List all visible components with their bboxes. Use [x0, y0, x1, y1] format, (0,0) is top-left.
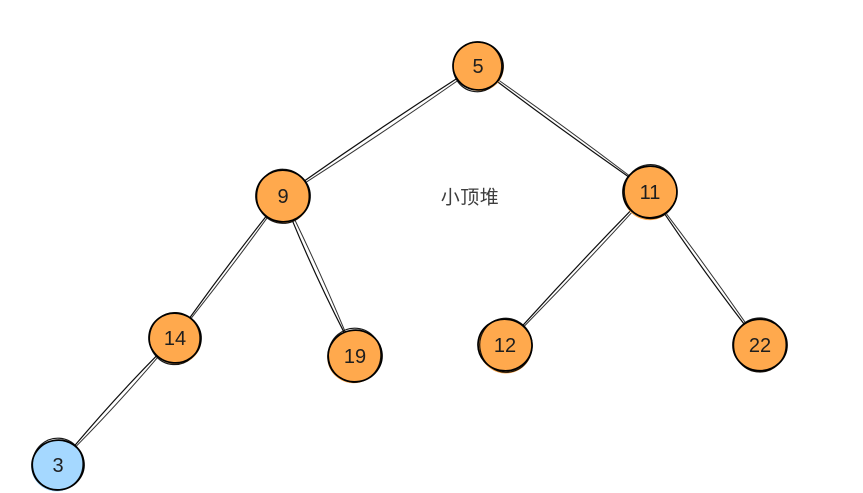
node-outline-sketch: [733, 317, 787, 373]
edge-stroke: [302, 77, 458, 183]
node-value: 22: [749, 335, 771, 357]
heap-node-3: 3: [31, 437, 85, 492]
heap-node-12: 12: [477, 317, 533, 374]
heap-edge-11-12: [520, 209, 634, 329]
heap-edge-9-19: [291, 218, 347, 335]
node-outline-sketch: [623, 164, 678, 220]
node-value: 19: [344, 346, 366, 368]
edge-stroke: [664, 213, 747, 327]
heap-edge-14-3: [72, 355, 159, 449]
node-outline-sketch: [327, 327, 382, 383]
edge-stroke: [189, 216, 269, 321]
node-outline-sketch: [452, 41, 503, 93]
edge-stroke: [665, 212, 748, 326]
heap-node-22: 22: [732, 317, 788, 373]
node-outline-sketch: [148, 311, 201, 366]
edge-stroke: [303, 79, 460, 185]
node-outline-sketch: [256, 168, 310, 224]
edge-stroke: [520, 209, 632, 328]
heap-node-5: 5: [452, 41, 504, 93]
node-value: 14: [164, 328, 186, 350]
edge-stroke: [497, 79, 632, 178]
node-outline: [255, 169, 311, 223]
node-value: 11: [640, 182, 661, 204]
node-value: 9: [277, 186, 288, 208]
edge-stroke: [291, 219, 346, 335]
node-value: 3: [52, 455, 63, 477]
heap-node-11: 11: [622, 164, 678, 221]
heap-edge-11-22: [664, 212, 748, 327]
heap-edge-5-9: [302, 77, 460, 185]
edge-stroke: [188, 215, 267, 320]
heap-edge-5-11: [496, 79, 632, 179]
edge-stroke: [72, 355, 158, 448]
heap-node-19: 19: [327, 327, 383, 384]
edge-stroke: [294, 218, 347, 335]
edge-stroke: [521, 210, 634, 329]
node-outline: [732, 318, 788, 372]
heap-node-14: 14: [148, 311, 202, 366]
heap-type-label: 小顶堆: [440, 187, 500, 209]
node-value: 12: [494, 335, 516, 357]
node-value: 5: [472, 56, 483, 78]
edge-stroke: [73, 356, 159, 449]
node-outline-sketch: [479, 317, 533, 373]
edge-stroke: [496, 80, 631, 179]
heap-node-9: 9: [255, 168, 311, 224]
node-outline-sketch: [31, 437, 84, 491]
heap-edge-9-14: [188, 215, 269, 321]
